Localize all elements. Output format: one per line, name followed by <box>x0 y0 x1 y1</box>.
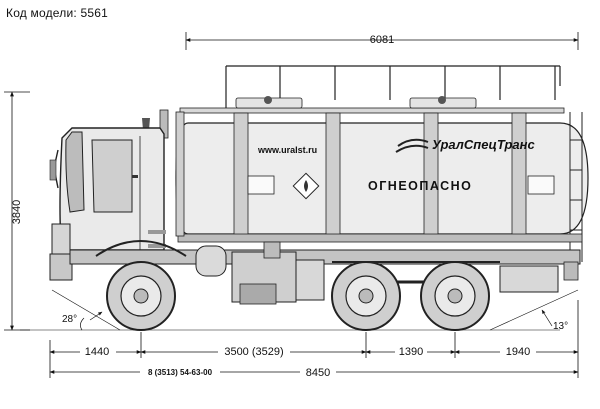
truck-cab <box>49 109 185 281</box>
dim-height-value: 3840 <box>11 200 23 224</box>
dim-overall-length: 8450 <box>306 367 330 379</box>
approach-angle-value: 28° <box>62 314 77 325</box>
wheel-rear-2 <box>420 261 490 331</box>
wheel-rear-1 <box>331 261 401 331</box>
model-code-label: Код модели: 5561 <box>6 6 108 20</box>
dim-wheelbase-2: 1390 <box>399 346 423 358</box>
brand-logo-mark <box>395 138 429 153</box>
tank-body <box>175 65 589 262</box>
approach-angle <box>80 311 103 331</box>
phone-footer: 8 (3513) 54-63-00 <box>148 368 213 377</box>
departure-angle-value: 13° <box>553 321 568 332</box>
wheel-front <box>106 261 176 331</box>
dim-front-overhang: 1440 <box>85 346 109 358</box>
flammable-warning: ОГНЕОПАСНО <box>368 179 472 193</box>
brand-logo-text: УралСпецТранс <box>432 137 535 152</box>
dim-rear-overhang: 1940 <box>506 346 530 358</box>
dim-wheelbase-1: 3500 (3529) <box>224 346 283 358</box>
dim-tank-length <box>185 32 579 50</box>
chassis <box>69 240 581 305</box>
website-text: www.uralst.ru <box>257 145 317 155</box>
departure-angle <box>541 309 553 327</box>
dim-tank-length-value: 6081 <box>370 34 394 46</box>
